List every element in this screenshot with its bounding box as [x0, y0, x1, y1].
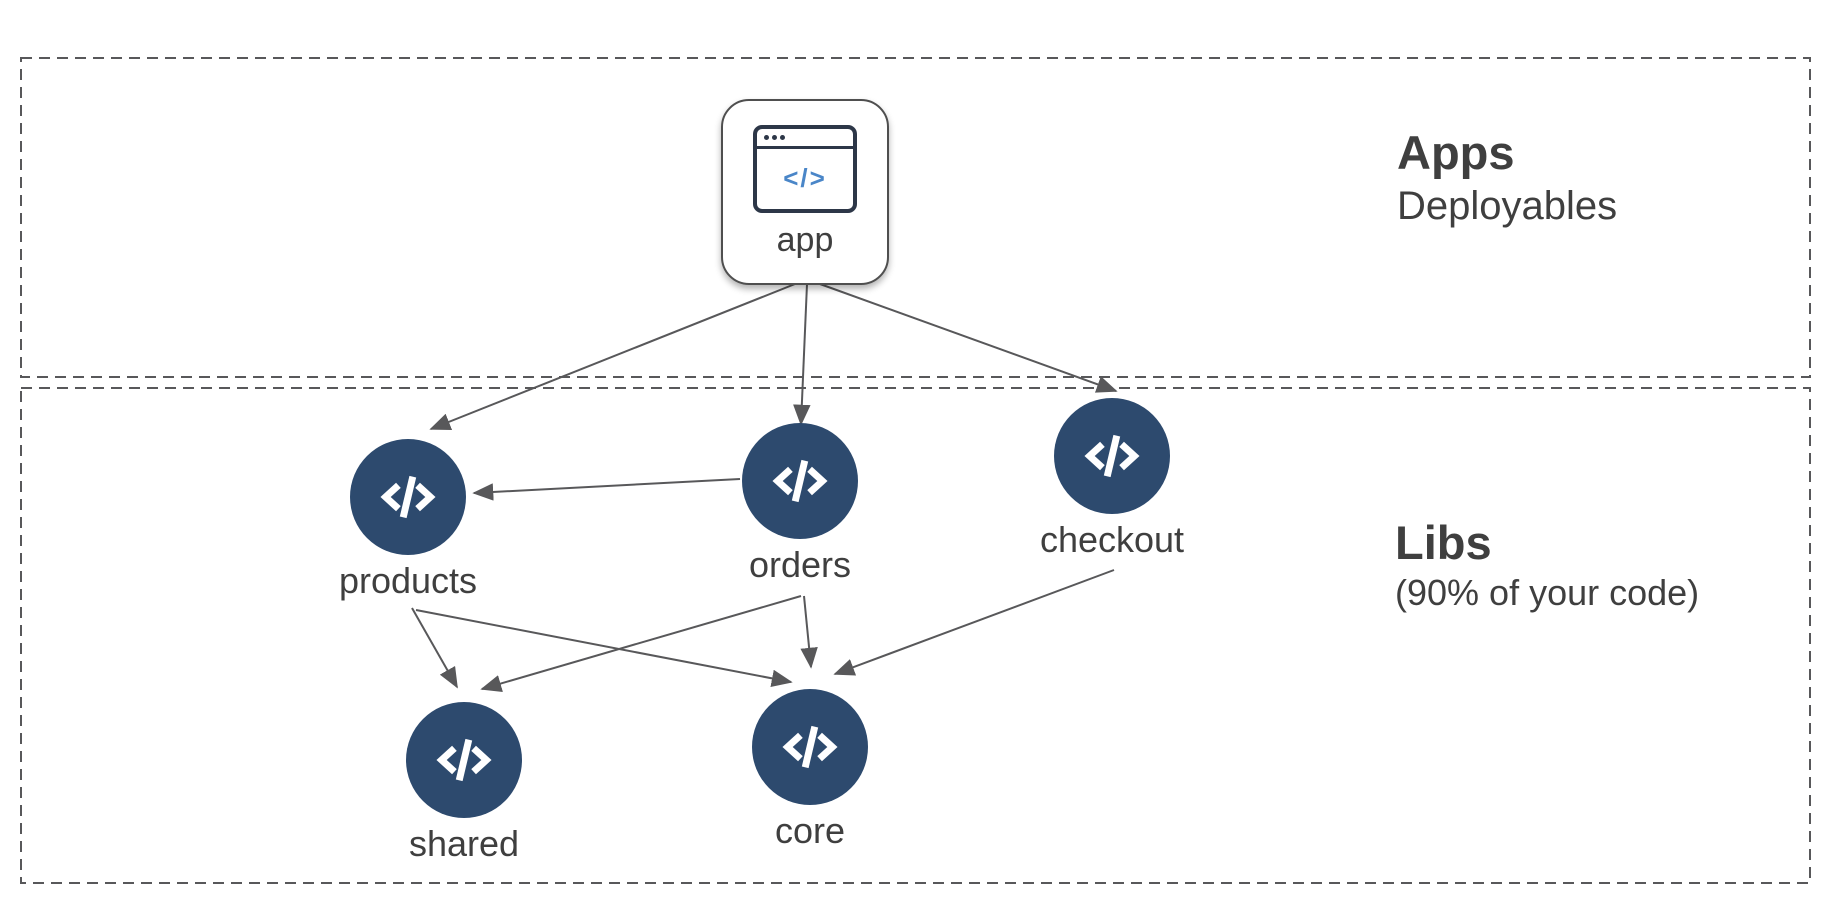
edge-orders-core	[800, 595, 818, 669]
code-icon	[782, 725, 838, 769]
libs-section-label: Libs (90% of your code)	[1395, 516, 1699, 617]
node-core	[752, 689, 868, 805]
edge-orders-products	[472, 478, 741, 501]
edge-orders-shared	[480, 595, 802, 693]
apps-section-label: Apps Deployables	[1397, 126, 1617, 232]
edge-app-orders	[793, 283, 811, 426]
window-dot-icon	[780, 134, 785, 140]
libs-box	[20, 387, 1811, 884]
edge-app-checkout	[819, 283, 1118, 393]
window-dot-icon	[764, 134, 769, 140]
code-icon	[772, 459, 828, 503]
node-label-orders: orders	[748, 544, 852, 585]
edge-products-shared	[411, 607, 458, 689]
code-icon	[1084, 434, 1140, 478]
code-icon	[436, 738, 492, 782]
libs-section-subtitle: (90% of your code)	[1395, 572, 1700, 614]
node-label-checkout: checkout	[1039, 519, 1185, 560]
window-dot-icon	[772, 134, 777, 140]
node-app: </> app	[721, 99, 889, 285]
node-orders	[742, 423, 858, 539]
node-label-core: core	[774, 810, 846, 851]
node-label-products: products	[338, 560, 478, 601]
node-shared	[406, 702, 522, 818]
libs-section-title: Libs	[1395, 516, 1492, 569]
browser-window-icon: </>	[753, 124, 857, 213]
edge-app-products	[429, 283, 796, 431]
code-glyph: </>	[783, 163, 827, 193]
node-checkout	[1054, 398, 1170, 514]
browser-titlebar	[757, 129, 853, 149]
node-products	[350, 439, 466, 555]
node-label-shared: shared	[408, 823, 520, 864]
apps-section-title: Apps	[1397, 126, 1515, 179]
edge-checkout-core	[833, 569, 1115, 676]
apps-section-subtitle: Deployables	[1397, 184, 1618, 229]
node-label-app: app	[776, 220, 834, 259]
edge-products-core	[415, 609, 793, 687]
code-icon	[380, 475, 436, 519]
